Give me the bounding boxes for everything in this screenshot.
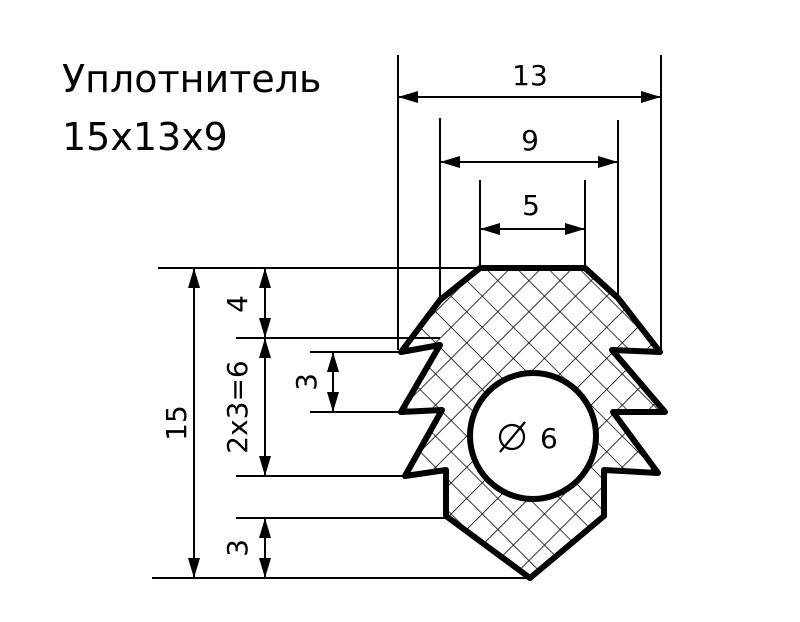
arrow-3-pitch-top — [327, 352, 339, 372]
arrow-4-top — [259, 268, 271, 288]
arrow-5-left — [480, 223, 500, 235]
arrow-15-top — [188, 268, 200, 288]
arrow-4-bottom — [259, 318, 271, 338]
arrow-9-left — [440, 156, 460, 168]
arrow-9-right — [598, 156, 618, 168]
seal-profile-outline — [398, 265, 668, 581]
arrow-6-bottom — [259, 456, 271, 476]
title-line-2: 15х13х9 — [62, 115, 228, 159]
title-line-1: Уплотнитель — [62, 57, 321, 101]
dim-label-6: 2х3=6 — [221, 360, 254, 453]
arrow-3-pitch-bottom — [327, 392, 339, 412]
arrow-13-left — [398, 91, 418, 103]
dim-label-9: 9 — [521, 124, 539, 157]
arrow-6-top — [259, 338, 271, 358]
dim-label-15: 15 — [160, 405, 193, 441]
center-hole — [467, 370, 599, 502]
arrow-13-right — [641, 91, 661, 103]
arrow-5-right — [565, 223, 585, 235]
arrow-3-bottom-top — [259, 518, 271, 538]
dim-label-3-pitch: 3 — [290, 373, 323, 391]
diameter-icon — [498, 421, 526, 453]
dim-label-3-bottom: 3 — [221, 539, 254, 557]
dim-label-13: 13 — [512, 59, 548, 92]
dim-label-4: 4 — [221, 295, 254, 313]
dim-label-5: 5 — [522, 189, 540, 222]
arrow-3-bottom-bottom — [259, 558, 271, 578]
hole-diameter-label: 6 — [540, 422, 558, 455]
arrow-15-bottom — [188, 558, 200, 578]
